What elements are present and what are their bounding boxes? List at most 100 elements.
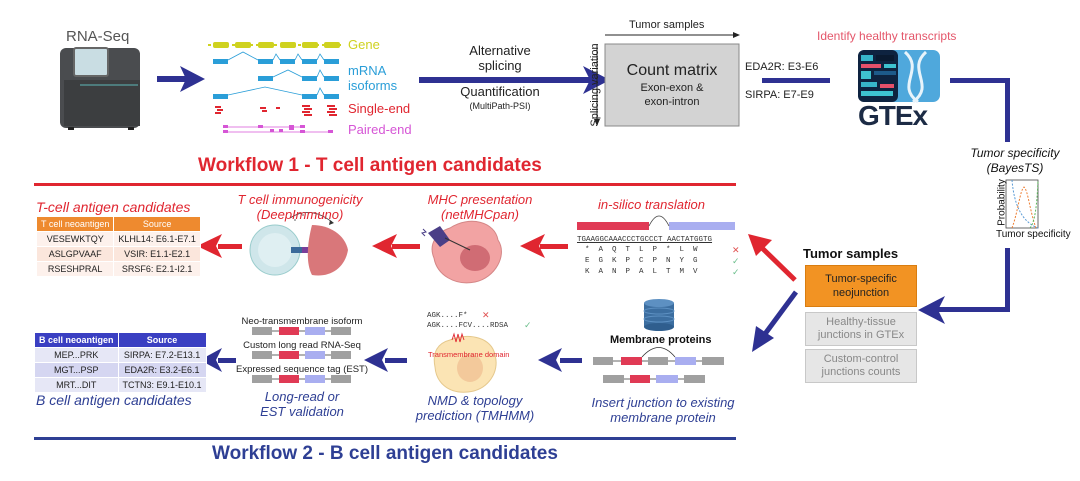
frame-2-valid-icon: ✓ (732, 256, 740, 266)
membrane-proteins-label: Membrane proteins (610, 334, 712, 346)
count-matrix-sub1: Exon-exon & (640, 82, 704, 94)
table-header: B cell neoantigen (34, 332, 119, 348)
workflow2-title: Workflow 2 - B cell antigen candidates (212, 443, 558, 464)
connector-gtex-bayests (950, 78, 1010, 142)
alt-splicing-line3: Quantification (460, 84, 540, 99)
validation-track-label-3: Expressed sequence tag (EST) (235, 364, 368, 375)
count-matrix-box (594, 32, 740, 127)
immunogenicity-label-2: (DeepImmuno) (256, 207, 344, 222)
legend-mrna-line2: isoforms (348, 78, 398, 93)
arrow-tumor-to-membrane (752, 290, 799, 352)
immunogenicity-label-1: T cell immunogenicity (237, 192, 363, 207)
translation-frame-2: E G K P C P N Y G (585, 257, 698, 265)
source-cell: TCTN3: E9.1-E10.1 (117, 377, 207, 393)
gene-track-icon (208, 42, 341, 48)
frame-3-valid-icon: ✓ (732, 267, 740, 277)
nmd-seq-2-valid-icon: ✓ (524, 320, 532, 330)
b-cell-antigen-table: B cell neoantigen Source MEP...PRK SIRPA… (34, 332, 207, 393)
count-matrix-sub2: exon-intron (644, 96, 700, 108)
validation-track-1 (252, 327, 351, 335)
mhc-label-2: (netMHCpan) (440, 207, 520, 222)
nmd-cell-icon (433, 332, 497, 393)
t-cell-table-title: T-cell antigen candidates (36, 199, 191, 215)
validation-caption-1: Long-read or (264, 389, 340, 404)
source-cell: VSIR: E1.1-E2.1 (113, 246, 201, 262)
b-cell-table-title: B cell antigen candidates (36, 392, 192, 408)
junction-example-1: EDA2R: E3-E6 (745, 61, 819, 73)
table-header-row: T cell neoantigen Source (35, 216, 201, 232)
paired-end-reads-icon (223, 125, 333, 133)
workflow2-divider (34, 437, 736, 440)
count-matrix-x-axis: Tumor samples (629, 19, 705, 31)
junction-example-2: SIRPA: E7-E9 (745, 89, 814, 101)
neoantigen-cell: ASLGPVAAF (35, 246, 115, 262)
mhc-cell-icon (421, 220, 502, 284)
neoantigen-cell: VESEWKTQY (35, 231, 115, 247)
gtex-logo-icon (858, 50, 940, 104)
validation-track-label-1: Neo-transmembrane isoform (241, 316, 363, 327)
validation-track-label-2: Custom long read RNA-Seq (243, 340, 361, 351)
rnaseq-label: RNA-Seq (66, 28, 130, 45)
arrow-mhc-to-immunogenicity (372, 234, 420, 258)
identify-healthy-label: Identify healthy transcripts (817, 29, 957, 43)
source-cell: EDA2R: E3.2-E6.1 (117, 362, 207, 378)
neoantigen-cell: MGT...PSP (34, 362, 119, 378)
translation-title: in-silico translation (598, 197, 705, 212)
arrow-rnaseq-to-reads (157, 66, 205, 92)
translation-junction-icon (577, 215, 735, 230)
nmd-seq-1-invalid-icon: ✕ (482, 310, 490, 320)
table-header-row: B cell neoantigen Source (34, 332, 207, 348)
legend-paired-end: Paired-end (348, 122, 412, 137)
bayests-y-label: Probability (996, 179, 1008, 226)
sequencer-icon (60, 47, 140, 130)
validation-caption-2: EST validation (260, 404, 344, 419)
bayests-curve-healthy (1011, 179, 1039, 229)
tumor-specific-box: Tumor-specific neojunction (805, 265, 917, 307)
tumor-specific-label: Tumor-specific neojunction (825, 273, 897, 299)
count-matrix-title: Count matrix (626, 62, 718, 79)
insert-caption-1: Insert junction to existing (591, 395, 735, 410)
bayests-title-2: (BayesTS) (986, 161, 1044, 175)
arrow-validation-to-table (200, 348, 236, 372)
frame-1-invalid-icon: ✕ (732, 245, 740, 255)
legend-single-end: Single-end (348, 101, 411, 116)
neoantigen-cell: MEP...PRK (34, 347, 119, 363)
legend-gene: Gene (348, 37, 380, 52)
table-header: Source (113, 216, 201, 232)
bayests-curve-specific (1029, 179, 1039, 229)
alt-splicing-line2: splicing (478, 58, 522, 73)
source-cell: SRSF6: E2.1-I2.1 (113, 261, 201, 277)
bayests-title-1: Tumor specificity (970, 146, 1060, 160)
tm-domain-label: Transmembrane domain (428, 350, 510, 359)
alt-splicing-line1: Alternative (469, 43, 531, 58)
connector-matrix-gtex (762, 78, 830, 83)
translation-dna: TGAAGGCAAACCCTGCCCT AACTATGGTG (577, 236, 713, 244)
table-row: MEP...PRK SIRPA: E7.2-E13.1 (34, 347, 207, 363)
table-row: MGT...PSP EDA2R: E3.2-E6.1 (34, 362, 207, 378)
table-row: MRT...DIT TCTN3: E9.1-E10.1 (34, 377, 207, 393)
t-cell-antigen-table: T cell neoantigen Source VESEWKTQY KLHL1… (35, 216, 201, 277)
table-row: VESEWKTQY KLHL14: E6.1-E7.1 (35, 231, 201, 247)
validation-track-3 (252, 375, 351, 383)
count-matrix-y-axis: Splicing variation (589, 43, 601, 127)
healthy-tissue-label: Healthy-tissue junctions in GTEx (817, 316, 905, 341)
arrow-immunogenicity-to-table (197, 234, 242, 258)
custom-control-box: Custom-control junctions counts (805, 349, 917, 383)
single-end-reads-icon (215, 105, 337, 116)
nmd-seq-1: AGK....F* (427, 312, 468, 320)
table-header: T cell neoantigen (35, 216, 115, 232)
neoantigen-cell: RSESHPRAL (35, 261, 115, 277)
healthy-tissue-box: Healthy-tissue junctions in GTEx (805, 312, 917, 346)
source-cell: SIRPA: E7.2-E13.1 (117, 347, 207, 363)
arrow-tumor-to-translation (748, 234, 797, 282)
tumor-samples-title: Tumor samples (803, 246, 899, 261)
database-icon (643, 299, 675, 331)
bayests-curve-intermediate (1011, 186, 1037, 229)
translation-frame-1: * A Q T L P * L W (585, 246, 698, 254)
arrow-membrane-to-nmd (538, 348, 582, 372)
translation-frame-3: K A N P A L T M V (585, 268, 698, 276)
nmd-caption-1: NMD & topology (427, 393, 523, 408)
custom-control-label: Custom-control junctions counts (821, 353, 901, 378)
table-row: ASLGPVAAF VSIR: E1.1-E2.1 (35, 246, 201, 262)
